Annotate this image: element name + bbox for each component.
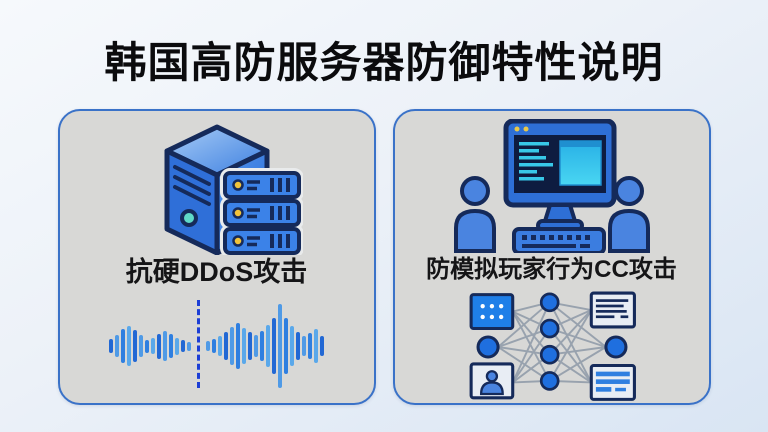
workstation-with-users-icon — [453, 119, 650, 254]
cc-feature-card: 防模拟玩家行为CC攻击 — [392, 109, 711, 406]
waveform-bar — [181, 340, 185, 353]
waveform-bar — [308, 333, 312, 360]
keyboard-icon — [511, 227, 606, 254]
waveform-bar — [254, 335, 258, 358]
waveform-bar — [187, 341, 191, 351]
server-tower-with-rack-icon — [164, 124, 303, 256]
waveform-bar — [212, 339, 216, 354]
network-diagram-zone — [463, 290, 641, 404]
waveform-segment — [109, 326, 191, 367]
waveform-bar — [218, 336, 222, 357]
waveform-bar — [224, 332, 228, 361]
left-circle-node — [476, 335, 500, 359]
server-icon-zone — [131, 119, 303, 257]
tower-vents — [172, 165, 211, 207]
right-circle-node — [603, 335, 627, 359]
waveform-bar — [278, 304, 282, 389]
list-document-icon — [589, 364, 636, 402]
waveform-bar — [157, 333, 161, 359]
screen-window — [558, 140, 602, 186]
waveform-bar — [242, 328, 246, 365]
user-card-icon — [469, 362, 514, 400]
waveform-graphic — [97, 296, 337, 396]
rack-units — [219, 168, 303, 256]
waveform-bar — [272, 318, 276, 375]
dots-panel-icon — [469, 293, 514, 331]
ddos-feature-card: 抗硬DDoS攻击 — [57, 109, 376, 406]
user-left-icon — [453, 176, 496, 254]
workstation-icon-zone — [453, 119, 650, 254]
waveform-dashed-divider — [197, 300, 200, 389]
waveform-bar — [115, 335, 119, 358]
waveform-bar — [175, 337, 179, 355]
monitor-stand — [541, 203, 578, 224]
waveform-bar — [248, 332, 252, 361]
waveform-bar — [314, 329, 318, 364]
waveform-bar — [169, 334, 173, 359]
waveform-bar — [296, 332, 300, 361]
waveform-bar — [230, 327, 234, 366]
waveform-bar — [206, 341, 210, 352]
feature-cards-row: 抗硬DDoS攻击 — [0, 109, 768, 406]
rack-unit-details — [231, 178, 290, 249]
network-diagram — [469, 291, 636, 402]
waveform-bar — [121, 329, 125, 364]
waveform-bar — [163, 331, 167, 362]
network-center-nodes — [539, 292, 560, 391]
waveform-segment — [206, 304, 324, 389]
waveform-bar — [139, 335, 143, 358]
ddos-caption: 抗硬DDoS攻击 — [125, 257, 308, 288]
waveform-bar — [260, 331, 264, 362]
text-document-icon — [589, 291, 636, 329]
waveform-bar — [133, 330, 137, 363]
waveform-bar — [320, 336, 324, 357]
cc-caption: 防模拟玩家行为CC攻击 — [426, 256, 677, 284]
waveform-bar — [284, 318, 288, 375]
waveform-bar — [127, 326, 131, 367]
waveform-bar — [266, 325, 270, 368]
waveform-bar — [145, 339, 149, 353]
waveform-bar — [302, 336, 306, 357]
waveform-bar — [236, 323, 240, 370]
page-title: 韩国高防服务器防御特性说明 — [104, 39, 664, 86]
code-lines — [518, 142, 553, 181]
user-right-icon — [607, 176, 650, 254]
waveform-bar — [151, 338, 155, 355]
power-button-icon — [179, 209, 198, 228]
waveform-bar — [290, 326, 294, 367]
monitor-icon — [503, 119, 616, 233]
waveform-bar — [109, 339, 113, 354]
